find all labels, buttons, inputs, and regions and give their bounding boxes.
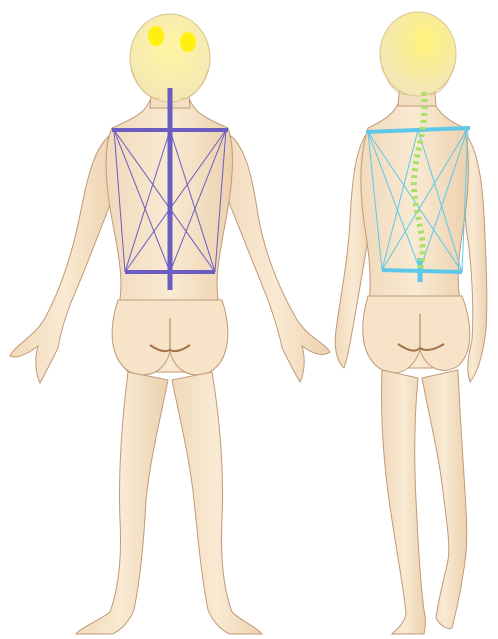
left-figure-left-arm <box>10 130 118 383</box>
left-figure-hair-highlight-left <box>148 26 164 46</box>
left-figure-right-arm <box>222 130 330 382</box>
right-figure-right-leg <box>422 370 467 629</box>
right-figure <box>335 12 487 634</box>
left-figure-hair-highlight-right <box>180 32 196 52</box>
left-figure-left-leg <box>76 372 168 634</box>
right-figure-left-leg <box>381 370 425 634</box>
left-figure <box>10 14 330 634</box>
right-figure-hair <box>380 12 456 96</box>
left-figure-right-leg <box>172 372 262 634</box>
